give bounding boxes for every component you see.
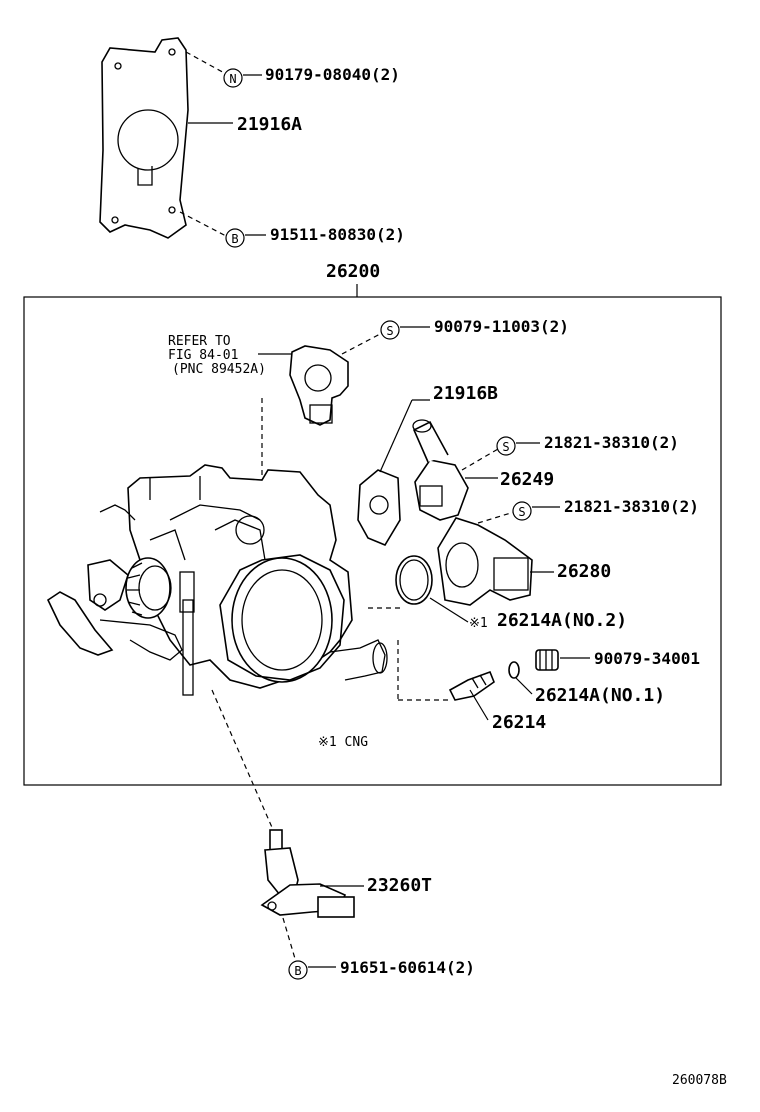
note-cng: ※1 CNG	[318, 735, 368, 750]
label-26200: 26200	[326, 261, 380, 282]
gasket-21916a-illustration	[99, 37, 189, 239]
label-26214: 26214	[492, 712, 546, 733]
o-ring-no1-illustration	[508, 661, 520, 679]
label-91511-80830: 91511-80830(2)	[270, 225, 405, 244]
sensor-23260t-illustration	[260, 829, 355, 918]
leader-bolt-n	[185, 51, 229, 76]
label-23260t: 23260T	[367, 875, 432, 896]
n-symbol: N	[229, 72, 236, 86]
leader-bolt-b1	[179, 211, 227, 237]
label-90079-11003: 90079-11003(2)	[434, 317, 569, 336]
note-mark-1: ※1	[469, 616, 488, 631]
idle-air-control-valve-illustration	[437, 517, 533, 606]
label-21821-38310-a: 21821-38310(2)	[544, 433, 679, 452]
leader-sensor	[211, 689, 275, 833]
b-symbol: B	[294, 964, 301, 978]
water-pipe-26249-illustration	[412, 419, 469, 521]
label-21821-38310-b: 21821-38310(2)	[564, 497, 699, 516]
refer-note-line1: REFER TO	[168, 334, 231, 349]
s-symbol-icon	[380, 320, 400, 340]
refer-note-line2: FIG 84-01	[168, 348, 238, 363]
s-symbol: S	[518, 505, 525, 519]
assembly-frame	[23, 296, 722, 786]
label-21916b: 21916B	[433, 383, 498, 404]
o-ring-no2-illustration	[395, 555, 433, 605]
s-symbol-icon	[496, 436, 516, 456]
throttle-body-illustration	[46, 464, 388, 696]
b-symbol-icon	[225, 228, 245, 248]
sensor-26214-illustration	[448, 670, 495, 701]
s-symbol-icon	[512, 501, 532, 521]
s-symbol: S	[386, 324, 393, 338]
label-90079-34001: 90079-34001	[594, 649, 700, 668]
label-91651-60614: 91651-60614(2)	[340, 958, 475, 977]
refer-note-line3: (PNC 89452A)	[172, 362, 266, 377]
label-26249: 26249	[500, 469, 554, 490]
s-symbol: S	[502, 440, 509, 454]
label-90179-08040: 90179-08040(2)	[265, 65, 400, 84]
label-26280: 26280	[557, 561, 611, 582]
throttle-position-sensor-illustration	[289, 345, 349, 426]
label-26214a-no2: 26214A(NO.2)	[497, 610, 627, 631]
b-symbol-icon	[288, 960, 308, 980]
gasket-21916b-illustration	[357, 469, 401, 547]
plug-90079-34001-illustration	[535, 649, 559, 671]
diagram-code: 260078B	[672, 1073, 727, 1088]
label-26214a-no1: 26214A(NO.1)	[535, 685, 665, 706]
n-symbol-icon	[223, 68, 243, 88]
b-symbol: B	[231, 232, 238, 246]
label-21916a: 21916A	[237, 114, 302, 135]
